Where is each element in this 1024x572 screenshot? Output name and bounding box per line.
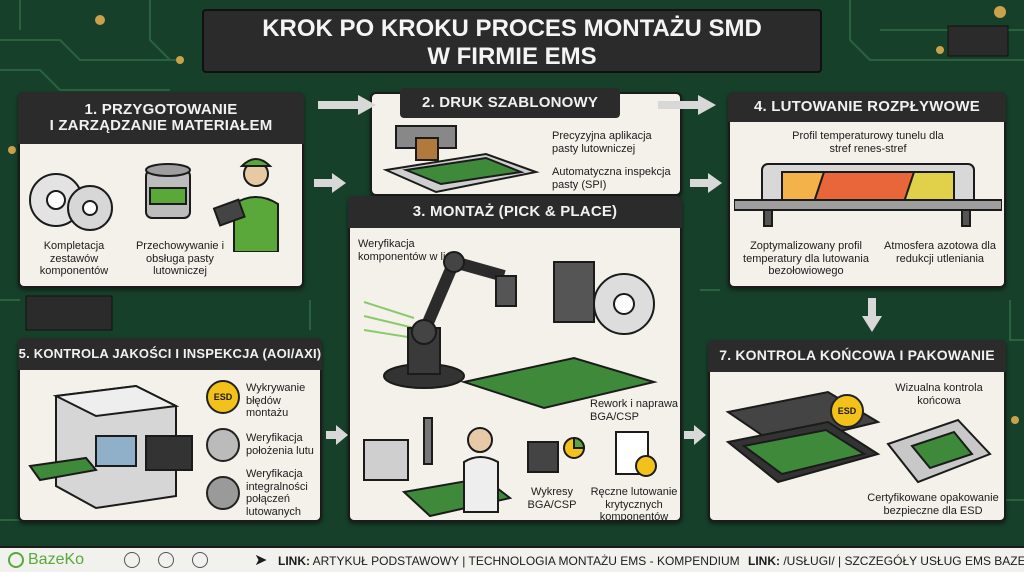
step1-caption-b: Przechowywanie i obsługa pasty lutownicz… bbox=[135, 240, 225, 278]
arrow-right-icon bbox=[690, 173, 722, 193]
reflow-oven-icon bbox=[734, 163, 1002, 227]
step4-panel: 4. LUTOWANIE ROZPŁYWOWE Profil temperatu… bbox=[728, 92, 1006, 288]
step7-esd-badge-icon: ESD bbox=[830, 394, 864, 428]
step4-title: 4. LUTOWANIE ROZPŁYWOWE bbox=[728, 92, 1006, 122]
step3-caption-d: Ręczne lutowanie krytycznych komponentów bbox=[590, 486, 678, 524]
footer-link-2[interactable]: LINK: /USŁUGI/ | SZCZEGÓŁY USŁUG EMS BAZ… bbox=[748, 554, 1024, 568]
clock-icon[interactable] bbox=[192, 552, 208, 568]
main-title: KROK PO KROKU PROCES MONTAŻU SMD W FIRMI… bbox=[202, 9, 822, 73]
manual-rework-station-icon bbox=[363, 417, 513, 518]
main-title-line2: W FIRMIE EMS bbox=[427, 43, 597, 70]
pick-place-robot-icon bbox=[363, 251, 658, 410]
step5-caption-a: Wykrywanie błędów montażu bbox=[246, 382, 306, 420]
step3-caption-a: Weryfikacja komponentów w linii bbox=[358, 238, 457, 263]
step1-caption-a: Kompletacja zestawów komponentów bbox=[39, 240, 109, 278]
step3-caption-c: Wykresy BGA/CSP bbox=[527, 486, 577, 511]
step3-title: 3. MONTAŻ (PICK & PLACE) bbox=[348, 196, 682, 228]
esd-badge-icon: ESD bbox=[206, 380, 240, 414]
brand-logo-icon bbox=[8, 552, 24, 568]
footer-link-1[interactable]: LINK: ARTYKUŁ PODSTAWOWY | TECHNOLOGIA M… bbox=[278, 554, 740, 568]
step4-caption-c: Atmosfera azotowa dla redukcji utleniani… bbox=[884, 240, 996, 265]
cursor-icon: ➤ bbox=[254, 552, 268, 569]
step4-caption-a: Profil temperaturowy tunelu dla stref re… bbox=[792, 130, 944, 155]
step2-panel: 2. DRUK SZABLONOWY Precyzyjna aplikacja … bbox=[370, 88, 682, 196]
arrow-down-icon bbox=[862, 298, 882, 332]
step2-caption-b: Automatyczna inspekcja pasty (SPI) bbox=[552, 166, 671, 191]
footer-bar: BazeKo ➤ LINK: ARTYKUŁ PODSTAWOWY | TECH… bbox=[0, 546, 1024, 572]
arrow-right-icon bbox=[326, 425, 348, 445]
step2-title: 2. DRUK SZABLONOWY bbox=[400, 88, 620, 118]
person-icon[interactable] bbox=[124, 552, 140, 568]
step5-caption-c: Weryfikacja integralności połączeń lutow… bbox=[246, 468, 308, 518]
step7-title: 7. KONTROLA KOŃCOWA I PAKOWANIE bbox=[708, 340, 1006, 372]
arrow-right-icon bbox=[314, 173, 346, 193]
arrow-right-icon bbox=[658, 95, 716, 115]
step3-panel: 3. MONTAŻ (PICK & PLACE) Weryfikacja kom… bbox=[348, 196, 682, 524]
step7-panel: 7. KONTROLA KOŃCOWA I PAKOWANIE ESD Wizu… bbox=[708, 340, 1006, 522]
bga-chart-icon bbox=[527, 436, 586, 473]
step5-title: 5. KONTROLA JAKOŚCI I INSPEKCJA (AOI/AXI… bbox=[18, 338, 322, 370]
aoi-inspection-machine-icon bbox=[28, 384, 193, 510]
arrow-right-icon bbox=[318, 95, 376, 115]
main-title-line1: KROK PO KROKU PROCES MONTAŻU SMD bbox=[262, 15, 762, 42]
solder-check-icon bbox=[206, 428, 240, 462]
operator-icon bbox=[212, 158, 279, 252]
brand-name: BazeKo bbox=[28, 551, 85, 568]
component-reels-icon bbox=[29, 158, 279, 252]
step5-caption-b: Weryfikacja położenia lutu bbox=[246, 432, 314, 457]
solder-joint-icon bbox=[206, 476, 240, 510]
step7-caption-b: Certyfikowane opakowanie bezpieczne dla … bbox=[867, 492, 999, 517]
telegram-icon[interactable] bbox=[158, 552, 174, 568]
arrow-right-icon bbox=[684, 425, 706, 445]
step5-panel: 5. KONTROLA JAKOŚCI I INSPEKCJA (AOI/AXI… bbox=[18, 338, 322, 522]
esd-bag-icon bbox=[886, 418, 992, 484]
step7-caption-a: Wizualna kontrola końcowa bbox=[895, 382, 983, 407]
stencil-printer-icon bbox=[382, 125, 540, 194]
certificate-icon bbox=[615, 431, 657, 477]
step4-caption-b: Zoptymalizowany profil temperatury dla l… bbox=[743, 240, 869, 278]
step2-caption-a: Precyzyjna aplikacja pasty lutowniczej bbox=[552, 130, 652, 155]
step3-caption-b: Rework i naprawa BGA/CSP bbox=[590, 398, 679, 423]
